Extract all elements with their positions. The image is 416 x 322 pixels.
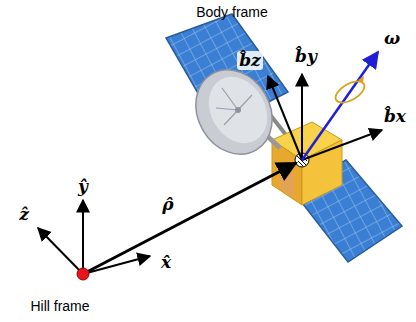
- axis-z: [38, 228, 83, 274]
- axis-label: x̂: [159, 253, 173, 272]
- axis-label: b̂z: [237, 51, 263, 70]
- angular-velocity-arrow: [302, 52, 378, 160]
- dish-struts: [216, 88, 252, 125]
- axis-y: [82, 200, 84, 274]
- position-vector: [83, 163, 296, 274]
- axis-label: ẑ: [17, 205, 31, 224]
- dish-feed: [235, 107, 241, 113]
- axis-bz: [268, 76, 302, 160]
- antenna-dish-inner: [197, 66, 279, 154]
- axis-by: [301, 74, 303, 160]
- antenna-dish: [181, 56, 287, 168]
- axis-label: b̂y: [293, 47, 319, 66]
- axis-label: ω: [382, 29, 402, 48]
- axis-label: b̂x: [382, 107, 408, 126]
- frame-title: Body frame: [196, 5, 268, 19]
- rotation-head: [358, 76, 364, 83]
- axis-x: [83, 256, 150, 274]
- frame-title: Hill frame: [30, 299, 89, 313]
- vector-label: ρ̂: [160, 195, 175, 214]
- axis-label: ŷ: [76, 177, 90, 196]
- hill-origin: [77, 268, 89, 280]
